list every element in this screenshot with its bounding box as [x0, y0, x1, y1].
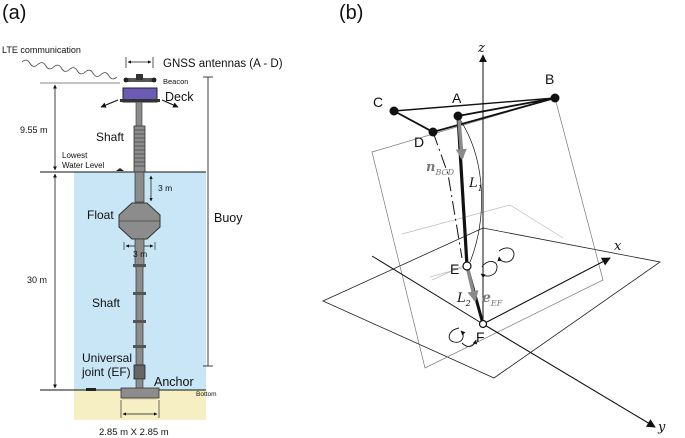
three-m-vertical-label: 3 m: [158, 183, 172, 193]
normal-label: nBCD: [426, 160, 455, 177]
panel-b-label: (b): [339, 2, 363, 24]
ef-unit-vector: [466, 269, 479, 303]
axis-x-label: x: [614, 239, 622, 254]
point-c-label: C: [373, 94, 383, 110]
anchor-stem: [135, 378, 144, 390]
ground-plane: [322, 227, 662, 379]
shaft-joints: [133, 264, 146, 348]
e-vector-label-main: e: [482, 290, 491, 306]
shaft-lower-label: Shaft: [92, 296, 121, 310]
point-f-dot: [478, 319, 488, 329]
base-size-label: 2.85 m X 2.85 m: [99, 427, 169, 438]
point-a-dot: [453, 111, 463, 121]
gnss-label: GNSS antennas (A - D): [163, 58, 283, 70]
point-e-label: E: [450, 261, 459, 277]
rotation-arrow-e-front: [480, 261, 498, 279]
l2-label: L2: [456, 291, 471, 308]
l1-label: L1: [468, 176, 483, 193]
l1-label-main: L: [468, 176, 478, 191]
point-d-dot: [428, 127, 438, 137]
height-top-label: 9.55 m: [20, 125, 48, 135]
shaft-upper-label: Shaft: [96, 130, 125, 144]
point-f-label: F: [476, 329, 485, 345]
lower-shaft: [135, 264, 144, 366]
bottom-label: Bottom: [196, 391, 217, 398]
point-e-dot: [462, 261, 472, 271]
anchor-block: [120, 387, 160, 399]
upper-shaft-ladder: [133, 125, 146, 173]
axis-y-label: y: [657, 420, 666, 435]
plane-normal-line: [431, 264, 466, 281]
buoy-label: Buoy: [214, 211, 243, 225]
normal-dashed-line: [432, 131, 463, 259]
deck-label: Deck: [165, 90, 194, 104]
axis-y: [482, 323, 656, 428]
normal-label-sub: BCD: [434, 168, 454, 177]
l2-label-sub: 2: [465, 299, 471, 308]
ladder-rungs: [134, 129, 145, 167]
lowest-water-label-2: Water Level: [62, 161, 105, 170]
antenna-node-left: [123, 77, 129, 83]
universal-joint: [133, 364, 146, 380]
point-b-label: B: [545, 71, 554, 87]
height-main-label: 30 m: [27, 275, 47, 285]
l1-label-sub: 1: [478, 184, 483, 193]
panel-a: (a): [2, 2, 283, 438]
deck-arrow-left: [100, 99, 119, 108]
l1-bracket: [458, 117, 482, 263]
beacon: [136, 74, 143, 80]
lowest-water-marker: [116, 168, 124, 171]
rotation-arrow-e-right: [497, 247, 515, 263]
axis-y-negative: [371, 255, 484, 325]
e-vector-label-sub: EF: [490, 299, 503, 308]
deck-rail: [120, 99, 160, 102]
float-label: Float: [87, 208, 114, 222]
anchor-label: Anchor: [154, 375, 194, 389]
upper-shaft-thin: [135, 101, 143, 129]
lte-label: LTE communication: [2, 45, 81, 55]
antenna-frame: [393, 97, 556, 133]
lte-signal-wave: [21, 59, 118, 80]
axis-z-label: z: [477, 41, 485, 56]
three-m-horizontal-label: 3 m: [133, 249, 147, 259]
plane-at-e: [401, 204, 564, 239]
beacon-label: Beacon: [163, 77, 188, 86]
universal-joint-label-1: Universal: [82, 351, 132, 365]
e-vector-label: eEF: [482, 290, 503, 308]
normal-vector: [455, 119, 467, 161]
rotation-arrow-f-bottom: [461, 339, 478, 347]
lowest-water-label-1: Lowest: [62, 151, 88, 160]
axis-x: [482, 257, 611, 325]
deck-arrow-right: [161, 99, 179, 108]
normal-label-main: n: [426, 160, 435, 175]
shaft-section-submerged: [134, 171, 145, 203]
plane-at-e-edge: [429, 266, 467, 278]
l2-label-main: L: [456, 291, 466, 306]
panel-b: (b): [322, 2, 666, 435]
point-b-dot: [550, 93, 560, 103]
tilted-plane: [371, 97, 604, 369]
universal-joint-label-2: joint (EF): [81, 365, 131, 379]
panel-a-label: (a): [2, 2, 26, 24]
point-d-label: D: [414, 134, 424, 150]
point-c-dot: [389, 106, 399, 116]
point-a-label: A: [452, 90, 462, 106]
anchor-side-marker: [86, 388, 96, 391]
antenna-frame-cb: [393, 97, 556, 112]
rotation-arrow-f-left: [448, 327, 466, 343]
antenna-node-right: [151, 77, 157, 83]
